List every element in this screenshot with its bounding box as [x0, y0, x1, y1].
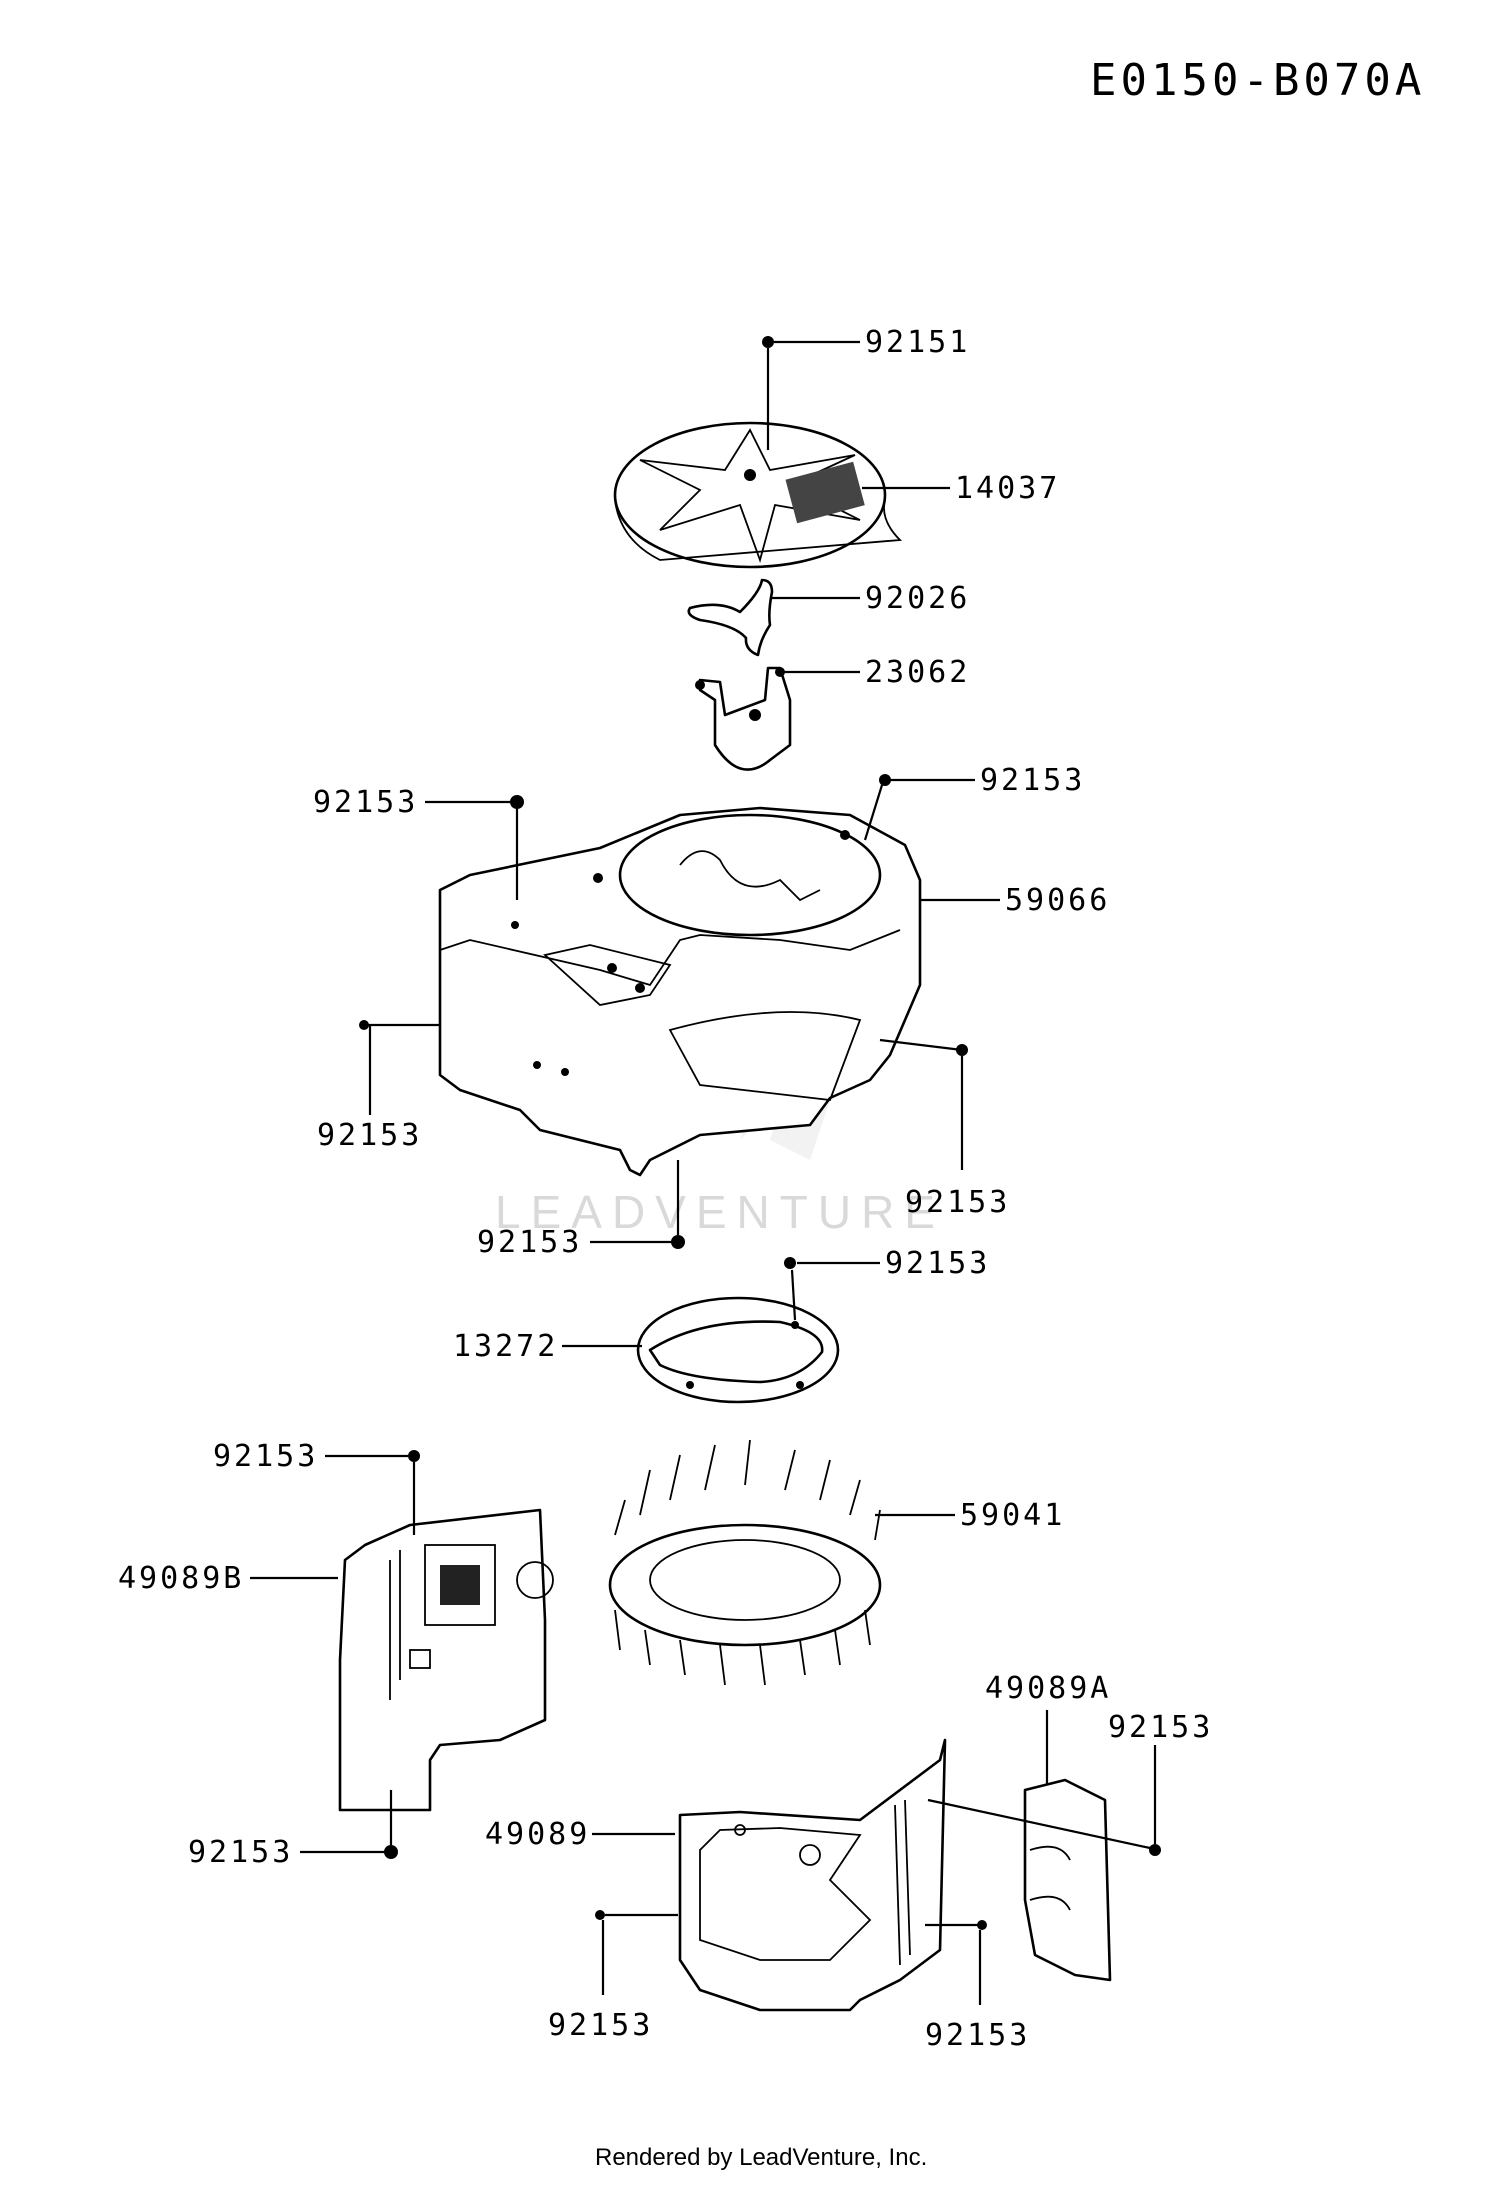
callout-label: 14037: [955, 471, 1060, 506]
callout-label: 92153: [477, 1225, 582, 1260]
part-23062-bracket: [695, 666, 792, 771]
callout-label: 92026: [865, 581, 970, 616]
part-59041-fan: [608, 1439, 882, 1686]
callout-label: 92153: [548, 2008, 653, 2043]
footer-credit: Rendered by LeadVenture, Inc.: [595, 2144, 927, 2171]
part-92151-bolt: [762, 336, 774, 450]
callout-label: 49089: [485, 1817, 590, 1852]
part-13272-plate: [636, 1296, 840, 1404]
part-49089A-panel: [1023, 1778, 1112, 1982]
callout-label: 59066: [1005, 883, 1110, 918]
callout-labels: 92151 14037 92026 23062 92153 92153 5906…: [118, 325, 1213, 2053]
callout-label: 92153: [213, 1439, 318, 1474]
leader-lines: [250, 340, 1161, 2005]
watermark-text: LEADVENTURE: [495, 1186, 945, 1238]
diagram-id: E0150-B070A: [1090, 55, 1425, 106]
callout-label: 92153: [313, 785, 418, 820]
part-49089B-shroud: [338, 1508, 554, 1812]
callout-label: 59041: [960, 1498, 1065, 1533]
callout-label: 92153: [925, 2018, 1030, 2053]
part-59066-housing: [438, 806, 922, 1177]
part-14037-screen: [613, 421, 903, 569]
callout-label: 92153: [188, 1835, 293, 1870]
callout-label: 92153: [980, 763, 1085, 798]
callout-label: 92151: [865, 325, 970, 360]
callout-label: 92153: [1108, 1710, 1213, 1745]
callout-label: 23062: [865, 655, 970, 690]
part-92026-gasket: [687, 578, 774, 657]
callout-label: 49089B: [118, 1561, 244, 1596]
callout-label: 13272: [453, 1329, 558, 1364]
callout-label: 49089A: [985, 1671, 1111, 1706]
callout-label: 92153: [905, 1185, 1010, 1220]
callout-label: 92153: [317, 1118, 422, 1153]
callout-label: 92153: [885, 1246, 990, 1281]
part-49089-shroud: [678, 1738, 947, 2012]
